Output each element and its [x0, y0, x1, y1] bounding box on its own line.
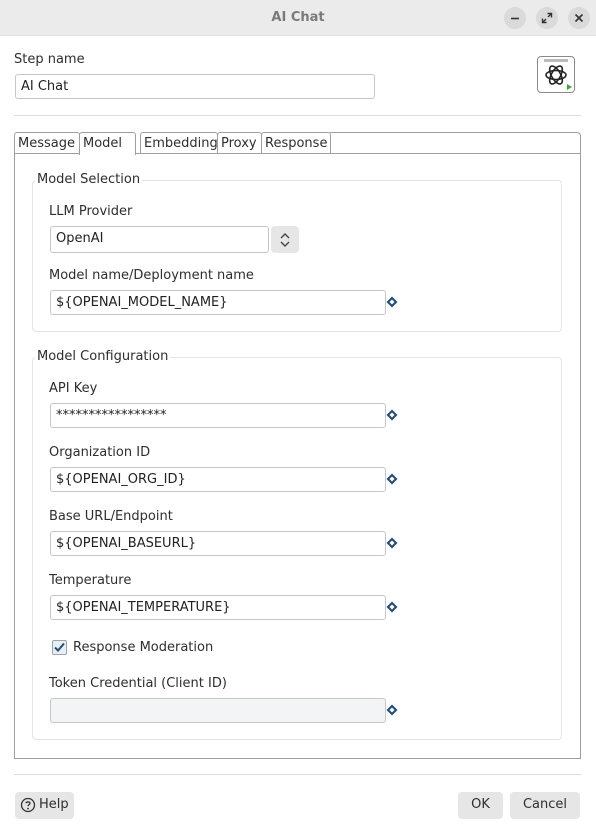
close-icon — [574, 13, 584, 23]
token-credential-label: Token Credential (Client ID) — [49, 676, 227, 691]
updown-arrows-icon — [280, 233, 290, 247]
minimize-button[interactable] — [504, 7, 526, 29]
variable-icon[interactable] — [386, 409, 398, 421]
checkmark-icon — [54, 642, 65, 652]
model-name-input[interactable]: ${OPENAI_MODEL_NAME} — [50, 290, 386, 315]
variable-icon[interactable] — [386, 704, 398, 716]
tab-proxy[interactable]: Proxy — [217, 132, 262, 154]
footer-separator — [14, 774, 581, 775]
cancel-button[interactable]: Cancel — [510, 792, 580, 819]
base-url-label: Base URL/Endpoint — [49, 509, 173, 524]
variable-icon[interactable] — [386, 601, 398, 613]
step-name-input[interactable]: AI Chat — [15, 74, 375, 99]
organization-id-label: Organization ID — [49, 445, 151, 460]
token-credential-input[interactable] — [50, 698, 386, 723]
api-key-label: API Key — [49, 381, 98, 396]
base-url-input[interactable]: ${OPENAI_BASEURL} — [50, 531, 386, 556]
openai-logo-icon — [544, 59, 572, 90]
variable-icon[interactable] — [386, 473, 398, 485]
step-name-label: Step name — [14, 52, 85, 67]
window-title: AI Chat — [271, 10, 325, 25]
llm-provider-dropdown-button[interactable] — [271, 226, 299, 253]
title-bar: AI Chat — [0, 0, 596, 36]
model-selection-title: Model Selection — [35, 172, 143, 187]
tab-response[interactable]: Response — [261, 132, 331, 154]
tab-bar-filler — [330, 132, 581, 154]
llm-provider-label: LLM Provider — [49, 204, 133, 219]
temperature-input[interactable]: ${OPENAI_TEMPERATURE} — [50, 595, 386, 620]
response-moderation-label[interactable]: Response Moderation — [73, 640, 214, 655]
llm-provider-select[interactable]: OpenAI — [50, 226, 269, 253]
maximize-icon — [541, 12, 553, 24]
close-button[interactable] — [568, 7, 590, 29]
api-key-input[interactable]: ***************** — [50, 403, 386, 428]
help-button-label: Help — [39, 797, 69, 812]
header-separator — [14, 115, 581, 116]
ok-button[interactable]: OK — [458, 792, 503, 819]
tab-model[interactable]: Model — [79, 132, 136, 155]
organization-id-input[interactable]: ${OPENAI_ORG_ID} — [50, 467, 386, 492]
tab-message[interactable]: Message — [14, 132, 80, 154]
model-configuration-title: Model Configuration — [35, 349, 171, 364]
tab-bar: Message Model Embedding Proxy Response — [14, 132, 581, 155]
tab-embedding[interactable]: Embedding — [140, 132, 218, 154]
maximize-button[interactable] — [536, 7, 558, 29]
variable-icon[interactable] — [386, 537, 398, 549]
model-name-label: Model name/Deployment name — [49, 268, 254, 283]
step-logo — [537, 56, 575, 93]
temperature-label: Temperature — [49, 573, 132, 588]
minimize-icon — [511, 17, 519, 20]
help-button[interactable]: Help — [15, 792, 74, 819]
response-moderation-checkbox[interactable] — [52, 640, 67, 655]
variable-icon[interactable] — [386, 296, 398, 308]
help-icon — [20, 797, 36, 813]
